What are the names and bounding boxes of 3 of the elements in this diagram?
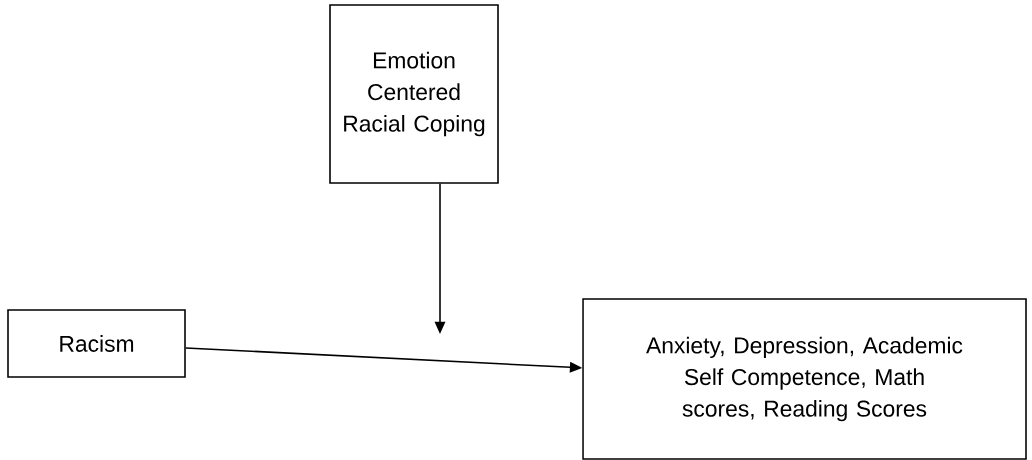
box: Emotion Centered Racial Coping xyxy=(329,4,499,184)
box: Racism xyxy=(7,309,186,378)
box: Anxiety, Depression, Academic Self Competence, Math scores, Reading Scores xyxy=(582,298,1027,460)
